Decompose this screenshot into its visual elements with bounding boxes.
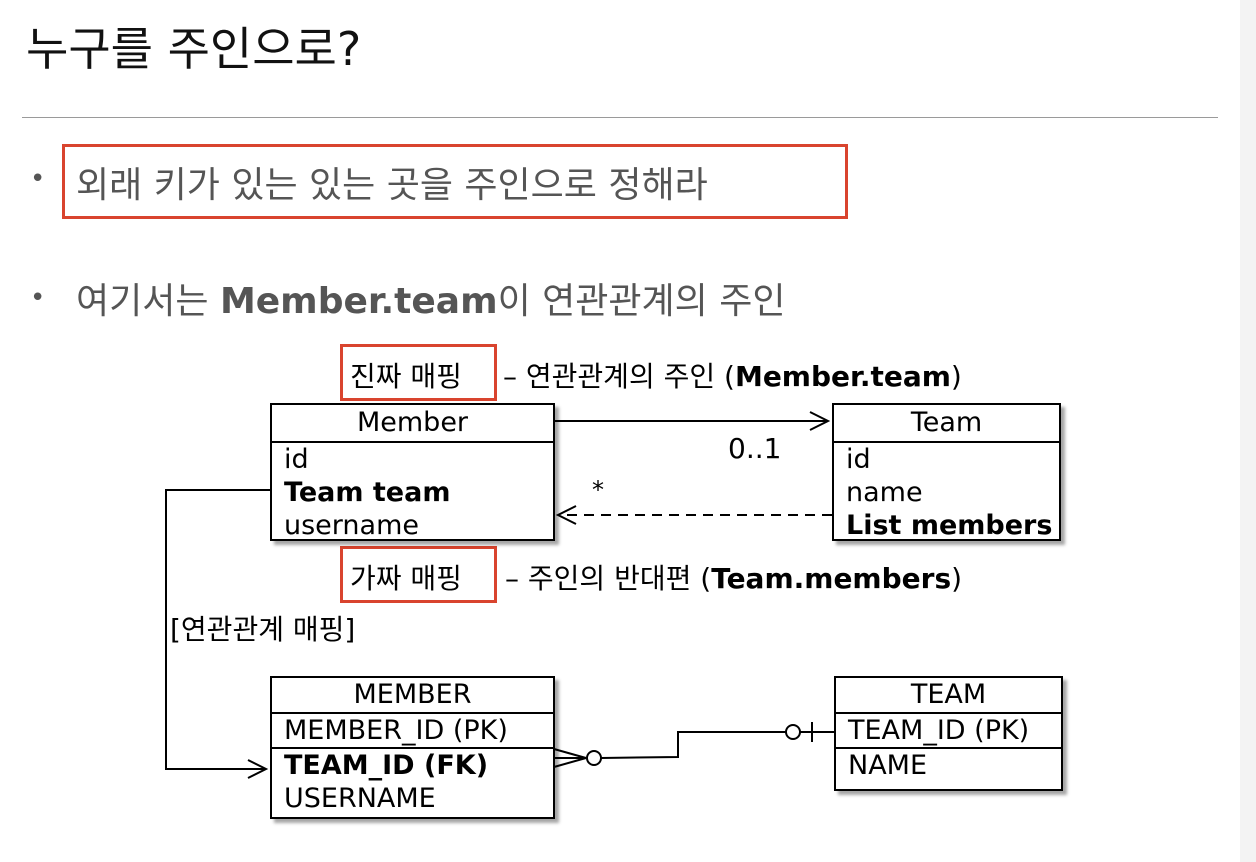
team-table-name: TEAM: [836, 678, 1061, 714]
slide-title: 누구를 주인으로?: [26, 22, 362, 76]
highlight-box: [62, 144, 848, 219]
arrowhead-icon: [809, 411, 831, 431]
team-class-box: Team id name List members: [832, 403, 1061, 541]
team-field-name: name: [846, 477, 923, 508]
bullet-text-bold: Member.team: [219, 281, 498, 322]
member-class-box: Member id Team team username: [270, 403, 555, 541]
team-table-box: TEAM TEAM_ID (PK) NAME: [834, 676, 1063, 791]
title-divider: [22, 117, 1218, 118]
bullet-text-owner: 여기서는 Member.team이 연관관계의 주인: [76, 272, 785, 324]
fake-mapping-rest: – 주인의 반대편 (: [505, 562, 712, 595]
fake-mapping-label: 가짜 매핑: [350, 557, 462, 597]
bullet-marker: •: [30, 164, 46, 194]
mapping-line: [165, 489, 270, 770]
member-field-username: username: [284, 510, 419, 541]
arrowhead-icon: [555, 505, 577, 525]
fake-mapping-close: ): [951, 562, 963, 595]
member-field-id: id: [284, 444, 309, 475]
real-mapping-boxed: 진짜 매핑: [350, 360, 462, 393]
association-mapping-label: [연관관계 매핑]: [170, 613, 356, 646]
bullet-text-post: 이 연관관계의 주인: [497, 281, 786, 322]
zero-circle-icon: [785, 724, 801, 740]
team-field-members: List members: [846, 510, 1053, 541]
team-class-name: Team: [834, 405, 1059, 443]
member-table-box: MEMBER MEMBER_ID (PK) TEAM_ID (FK) USERN…: [270, 676, 555, 819]
multiplicity-one: 0..1: [728, 432, 782, 465]
team-table-pk: TEAM_ID (PK): [836, 714, 1061, 749]
multiplicity-many: *: [592, 476, 604, 504]
real-mapping-close: ): [950, 360, 962, 393]
real-mapping-description: – 연관관계의 주인 (Member.team): [503, 355, 962, 395]
real-mapping-highlight: [340, 344, 497, 401]
fake-mapping-description: – 주인의 반대편 (Team.members): [505, 557, 962, 597]
fake-mapping-bold: Team.members: [711, 562, 952, 595]
fake-mapping-highlight: [340, 546, 497, 603]
member-table-name: MEMBER: [272, 678, 553, 714]
real-mapping-label: 진짜 매핑: [350, 355, 462, 395]
bullet-text-pre: 여기서는: [76, 281, 220, 322]
member-table-pk: MEMBER_ID (PK): [272, 714, 553, 749]
fake-mapping-boxed: 가짜 매핑: [350, 562, 462, 595]
member-field-team: Team team: [284, 477, 451, 508]
bullet-marker: •: [30, 283, 46, 313]
real-mapping-rest: – 연관관계의 주인 (: [503, 360, 735, 393]
team-table-name-col: NAME: [848, 750, 928, 781]
member-table-fk: TEAM_ID (FK): [284, 750, 489, 781]
member-table-username: USERNAME: [284, 783, 436, 814]
scrollbar-track: [1240, 0, 1256, 862]
real-mapping-bold: Member.team: [734, 360, 951, 393]
bullet-text-foreign-key: 외래 키가 있는 있는 곳을 주인으로 정해라: [76, 165, 708, 206]
team-field-id: id: [846, 444, 871, 475]
member-class-name: Member: [272, 405, 553, 443]
zero-circle-icon: [586, 750, 602, 766]
relationship-line: [600, 731, 786, 759]
arrowhead-icon: [247, 759, 269, 779]
